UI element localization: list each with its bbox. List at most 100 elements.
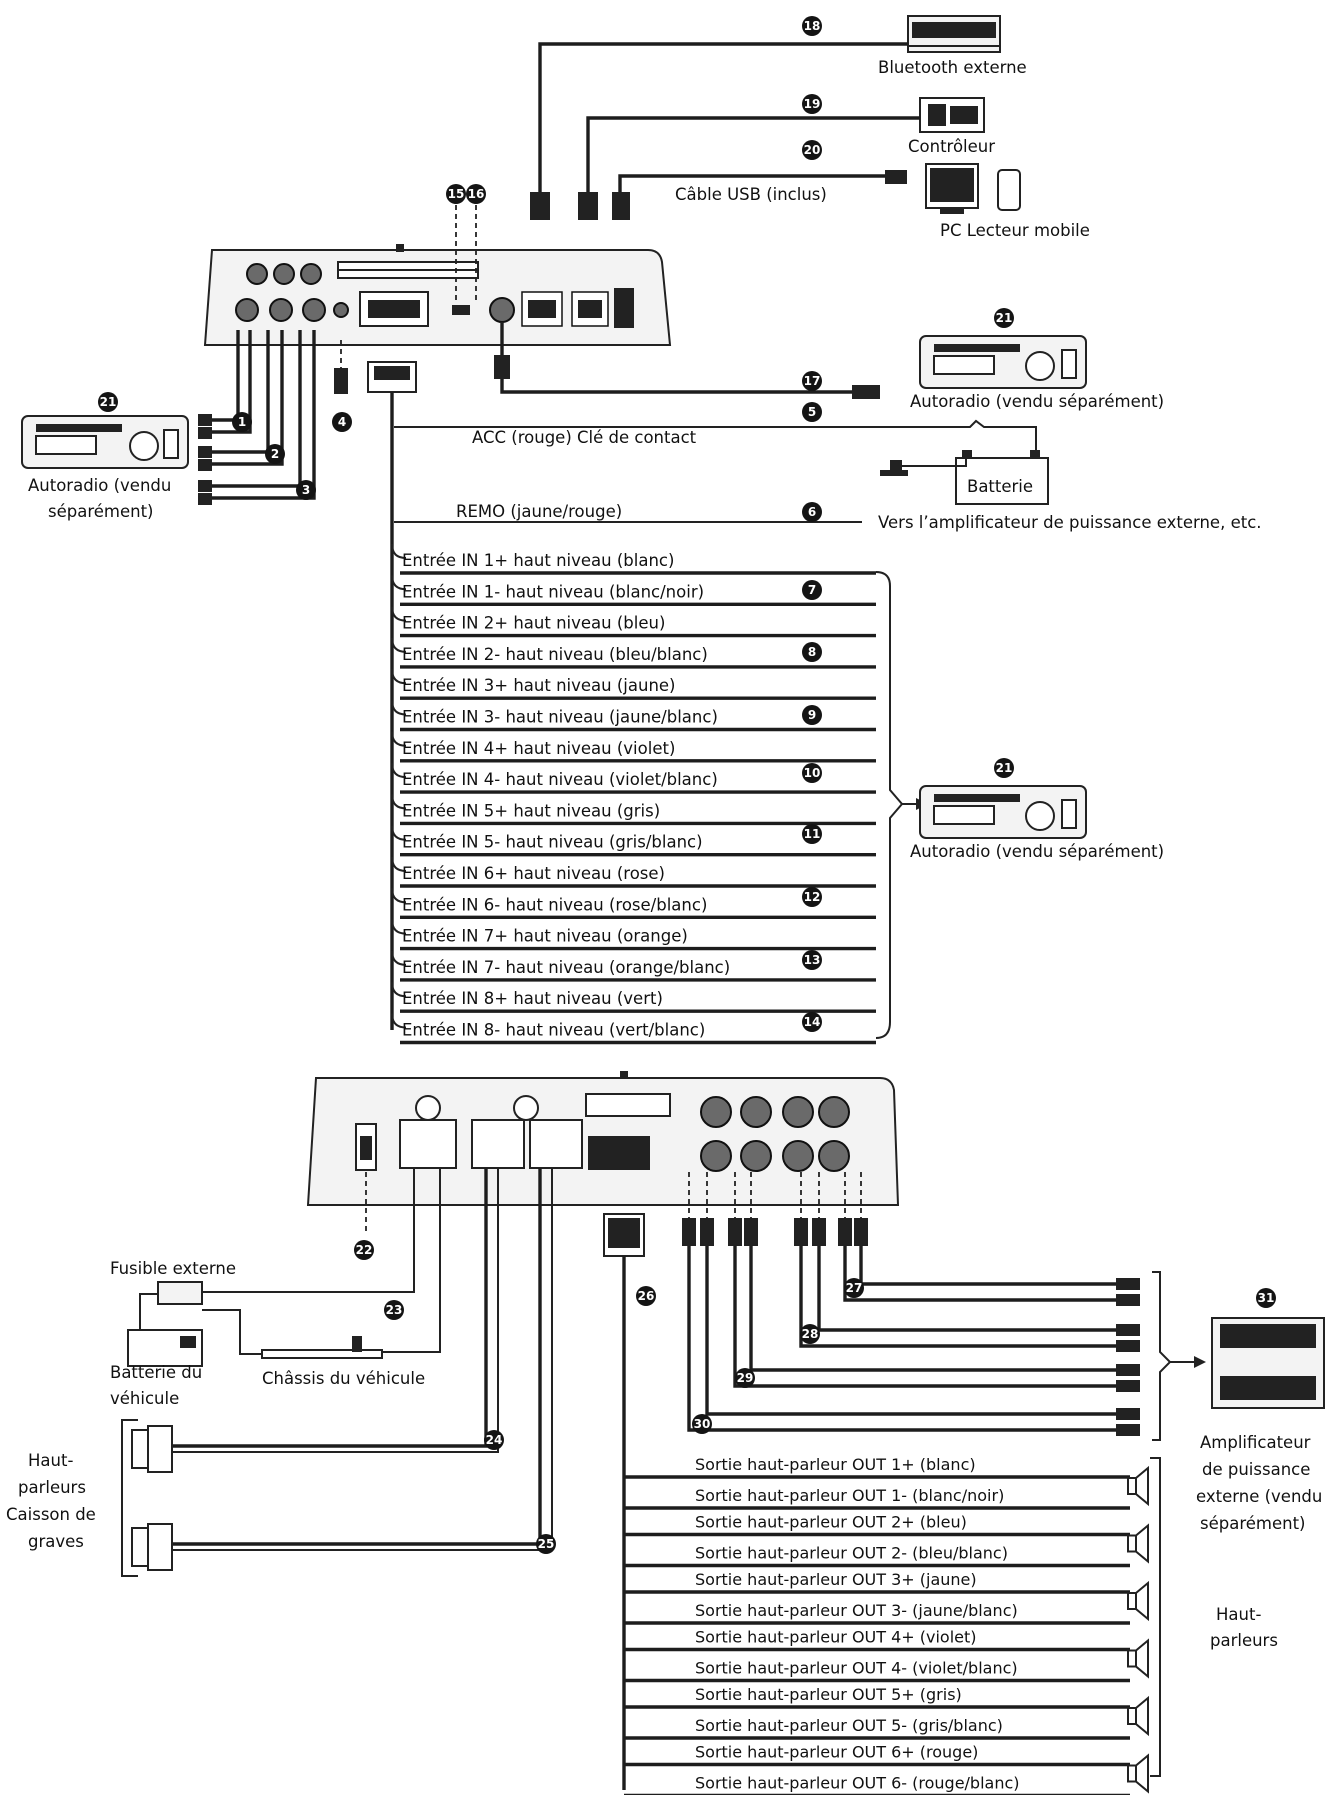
badge-b6: 6 [802, 502, 822, 522]
badge-number: 24 [486, 1433, 503, 1447]
input-label: Entrée IN 5+ haut niveau (gris) [402, 801, 660, 820]
sub-in-plug [334, 368, 348, 394]
output-label: Sortie haut-parleur OUT 6- (rouge/blanc) [695, 1774, 1020, 1793]
subwoofer-1 [131, 1425, 173, 1473]
badge-number: 21 [996, 761, 1013, 775]
bluetooth-device [907, 15, 1001, 53]
input-label: Entrée IN 2- haut niveau (bleu/blanc) [402, 645, 708, 664]
autoradio-right-mid [919, 785, 1087, 839]
badge-number: 8 [808, 645, 816, 659]
autoradio-right-top [919, 335, 1087, 389]
badge-number: 21 [100, 395, 117, 409]
badge-b11: 11 [802, 824, 822, 844]
badge-b16: 16 [466, 184, 486, 204]
output-label: Sortie haut-parleur OUT 4+ (violet) [695, 1628, 977, 1647]
output-label: Sortie haut-parleur OUT 5+ (gris) [695, 1685, 962, 1704]
badge-b29: 29 [735, 1368, 755, 1388]
input-label: Entrée IN 4- haut niveau (violet/blanc) [402, 770, 718, 789]
output-label: Sortie haut-parleur OUT 6+ (rouge) [695, 1743, 978, 1762]
badge-b4: 4 [332, 412, 352, 432]
input-label: Entrée IN 1+ haut niveau (blanc) [402, 551, 674, 570]
label-usb-cable: Câble USB (inclus) [675, 185, 827, 204]
badge-b5: 5 [802, 402, 822, 422]
input-wire-curve [391, 606, 407, 622]
badge-b28: 28 [800, 1324, 820, 1344]
output-label: Sortie haut-parleur OUT 2- (bleu/blanc) [695, 1544, 1008, 1563]
badge-number: 31 [1258, 1291, 1275, 1305]
output-label: Sortie haut-parleur OUT 3+ (jaune) [695, 1570, 977, 1589]
input-wire-curve [391, 763, 407, 779]
input-label: Entrée IN 4+ haut niveau (violet) [402, 739, 675, 758]
mobile-player [997, 169, 1021, 211]
input-label: Entrée IN 8- haut niveau (vert/blanc) [402, 1021, 705, 1040]
badge-number: 14 [804, 1015, 821, 1029]
badge-b30: 30 [692, 1414, 712, 1434]
rca-cables-left [198, 330, 316, 505]
vehicle-chassis [261, 1336, 383, 1359]
badge-b14: 14 [802, 1012, 822, 1032]
input-bracket [875, 571, 904, 1039]
badge-number: 30 [694, 1417, 711, 1431]
output-labels: Sortie haut-parleur OUT 1+ (blanc)Sortie… [695, 1455, 1020, 1793]
input-label: Entrée IN 5- haut niveau (gris/blanc) [402, 833, 703, 852]
label-pc-mobile: PC Lecteur mobile [940, 221, 1090, 240]
badge-number: 2 [271, 447, 279, 461]
speakers [1127, 1465, 1149, 1794]
output-label: Sortie haut-parleur OUT 1- (blanc/noir) [695, 1486, 1004, 1505]
badge-number: 18 [804, 19, 821, 33]
badge-number: 23 [386, 1303, 403, 1317]
label-autoradio-left-2: séparément) [48, 502, 154, 521]
speaker-icon [1127, 1638, 1149, 1679]
badge-b21c: 21 [994, 758, 1014, 778]
badge-b20: 20 [802, 140, 822, 160]
badge-b22: 22 [354, 1240, 374, 1260]
external-fuse [157, 1281, 203, 1305]
label-acc: ACC (rouge) Clé de contact [472, 428, 697, 447]
badge-b1: 1 [232, 412, 252, 432]
label-battery: Batterie [967, 477, 1033, 496]
badge-b2: 2 [265, 444, 285, 464]
subwoofer-bracket [121, 1419, 138, 1577]
switch-15-16 [452, 305, 470, 315]
badge-b7: 7 [802, 580, 822, 600]
rca-output-jacks [700, 1096, 850, 1172]
speaker-icon [1127, 1465, 1149, 1507]
label-sub-3: Caisson de [6, 1505, 96, 1524]
autoradio-left [21, 415, 189, 469]
label-vehicle-battery-1: Batterie du [110, 1363, 202, 1382]
input-label: Entrée IN 7+ haut niveau (orange) [402, 927, 688, 946]
badge-number: 9 [808, 708, 816, 722]
label-fuse: Fusible externe [110, 1259, 236, 1278]
speaker-icon [1127, 1580, 1149, 1622]
label-speakers-1: Haut- [1216, 1605, 1261, 1624]
badge-b18: 18 [802, 16, 822, 36]
amp-unit-bottom [306, 1071, 900, 1206]
badge-number: 13 [804, 953, 821, 967]
external-amplifier [1211, 1317, 1325, 1409]
badge-b9: 9 [802, 705, 822, 725]
label-remo: REMO (jaune/rouge) [456, 502, 622, 521]
power-terminals [399, 1119, 457, 1169]
rca-plugs-right [1116, 1278, 1140, 1436]
badge-b19: 19 [802, 94, 822, 114]
label-autoradio-left-1: Autoradio (vendu [28, 476, 171, 495]
badge-number: 3 [302, 483, 310, 497]
speaker-icon [1127, 1695, 1149, 1737]
output-8-terminals [529, 1119, 583, 1169]
speaker-icon [1127, 1523, 1149, 1564]
input-labels: Entrée IN 1+ haut niveau (blanc) Entrée I… [402, 551, 730, 1040]
terminal-strip [337, 261, 479, 279]
badge-number: 4 [338, 415, 346, 429]
input-label: Entrée IN 6- haut niveau (rose/blanc) [402, 895, 707, 914]
input-wire-curve [391, 543, 407, 559]
label-bluetooth: Bluetooth externe [878, 58, 1027, 77]
input-label: Entrée IN 8+ haut niveau (vert) [402, 989, 663, 1008]
speaker-bracket [1150, 1457, 1161, 1777]
badge-number: 27 [846, 1281, 863, 1295]
output-harness-socket [588, 1136, 650, 1170]
input-wire-curve [391, 825, 407, 841]
output-7-terminals [471, 1119, 525, 1169]
badge-b31: 31 [1256, 1288, 1276, 1308]
